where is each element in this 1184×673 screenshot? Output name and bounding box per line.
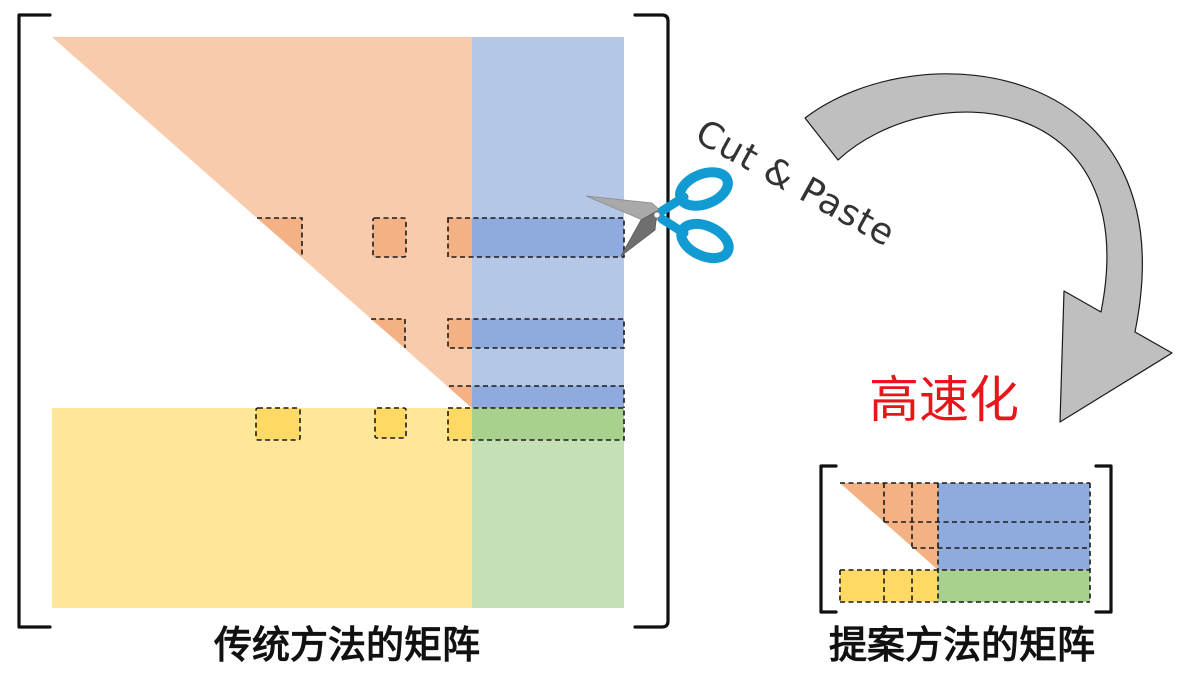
selected-cell <box>375 408 406 438</box>
selected-column-strip <box>472 319 624 348</box>
selected-cell <box>256 408 300 440</box>
selected-cell-outline <box>371 318 406 348</box>
right-bracket <box>1094 464 1113 614</box>
selected-cell-outline <box>257 217 303 257</box>
corner-block <box>472 408 624 608</box>
selected-row-4 <box>255 407 625 441</box>
bottom-row-block <box>840 570 938 602</box>
scissors-icon <box>585 167 734 264</box>
scissors-pivot <box>653 211 661 219</box>
upper-triangle-block <box>840 483 938 570</box>
selected-cell-outline <box>374 407 407 439</box>
traditional-matrix-label: 传统方法的矩阵 <box>213 623 480 667</box>
selected-cell <box>371 319 405 348</box>
bottom-row-block <box>52 408 472 608</box>
proposed-matrix <box>819 464 1113 614</box>
selected-row-2 <box>371 318 625 349</box>
selected-row-3 <box>447 385 625 408</box>
selected-row-1 <box>257 217 625 258</box>
selected-cell <box>257 218 302 257</box>
left-bracket <box>17 13 52 629</box>
selected-cell <box>448 218 472 257</box>
selected-strip-outline <box>447 407 625 441</box>
selected-cell-outline <box>255 407 301 441</box>
left-bracket <box>819 464 838 614</box>
selected-cell <box>447 386 472 408</box>
corner-block <box>938 570 1090 602</box>
selected-column-strip <box>472 408 624 440</box>
selected-column-strip <box>472 386 624 408</box>
selected-strip-outline <box>447 318 625 349</box>
speedup-label: 高速化 <box>869 371 1019 429</box>
scissors-handle-ring-lower <box>676 218 734 264</box>
selected-cell <box>448 319 472 348</box>
right-column-block <box>938 483 1090 570</box>
selected-strip-outline <box>449 385 625 408</box>
selected-cell <box>448 408 472 440</box>
compact-grid-lines <box>839 482 1091 603</box>
right-bracket <box>633 13 670 629</box>
curved-arrow-icon <box>804 73 1173 423</box>
selected-cell <box>373 218 406 257</box>
scissors-handle-ring-upper <box>675 167 733 211</box>
upper-triangle-block <box>52 37 472 408</box>
traditional-matrix <box>17 13 670 629</box>
scissors-blade-lower <box>620 210 658 257</box>
proposed-matrix-label: 提案方法的矩阵 <box>829 623 1095 667</box>
selected-strip-outline <box>447 217 625 258</box>
selected-column-strip <box>472 218 624 257</box>
